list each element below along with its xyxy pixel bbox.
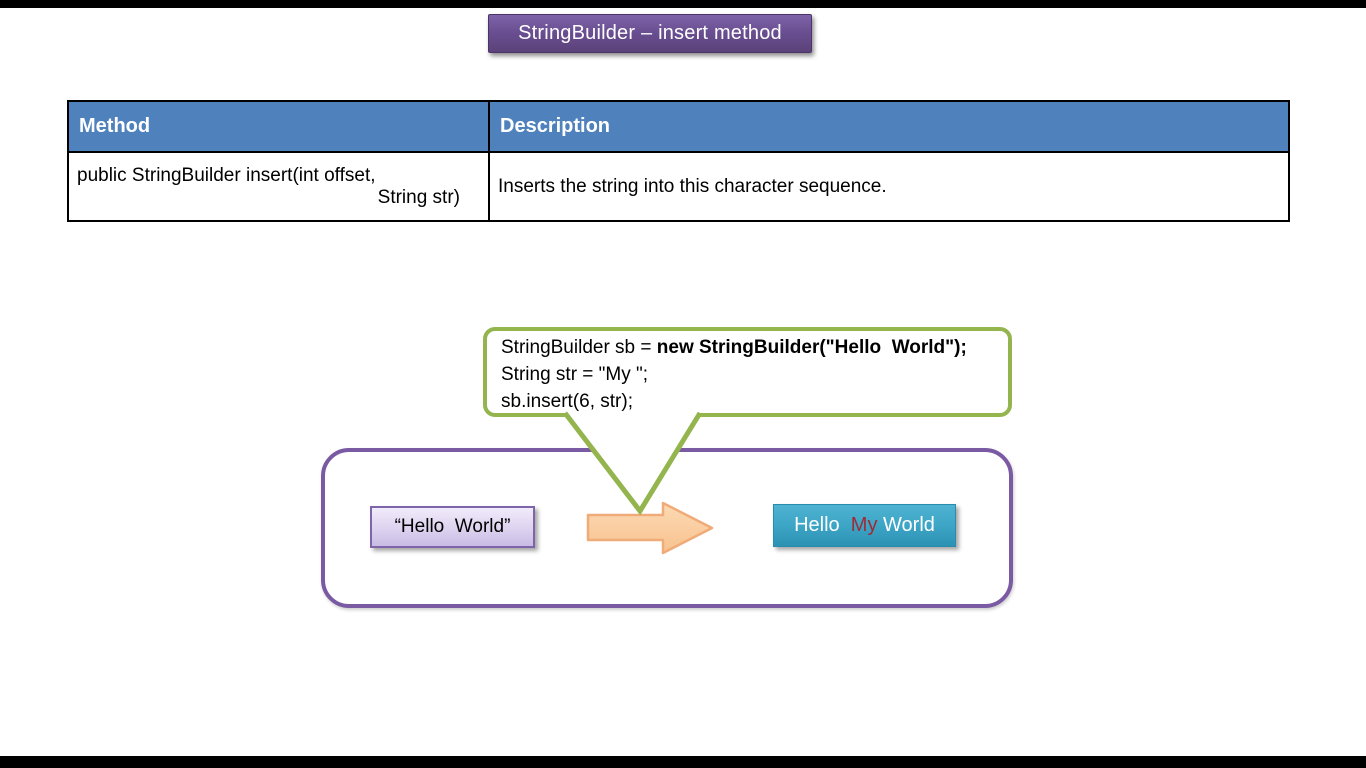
method-cell: public StringBuilder insert(int offset, … xyxy=(67,151,490,222)
letterbox-bottom xyxy=(0,756,1366,768)
before-string-label: “Hello World” xyxy=(394,516,511,537)
slide-title-text: StringBuilder – insert method xyxy=(518,22,782,44)
table-header-description: Description xyxy=(488,100,1290,153)
before-string-box: “Hello World” xyxy=(370,506,535,548)
transform-arrow-icon xyxy=(586,501,714,555)
table-header-method: Method xyxy=(67,100,490,153)
description-cell: Inserts the string into this character s… xyxy=(488,151,1290,222)
slide-title: StringBuilder – insert method xyxy=(488,14,812,53)
after-string-label: Hello My World xyxy=(794,514,935,536)
code-callout: StringBuilder sb = new StringBuilder("He… xyxy=(483,327,1012,417)
method-signature-line1: public StringBuilder insert(int offset, xyxy=(77,164,376,186)
letterbox-top xyxy=(0,0,1366,8)
table-header-row: Method Description xyxy=(67,100,1290,153)
callout-tail xyxy=(563,411,703,516)
code-lines: StringBuilder sb = new StringBuilder("He… xyxy=(501,337,967,412)
method-signature-line2: String str) xyxy=(377,186,460,208)
table-row: public StringBuilder insert(int offset, … xyxy=(67,151,1290,222)
description-text: Inserts the string into this character s… xyxy=(498,175,887,197)
method-table: Method Description public StringBuilder … xyxy=(67,100,1290,222)
after-string-box: Hello My World xyxy=(773,504,956,547)
